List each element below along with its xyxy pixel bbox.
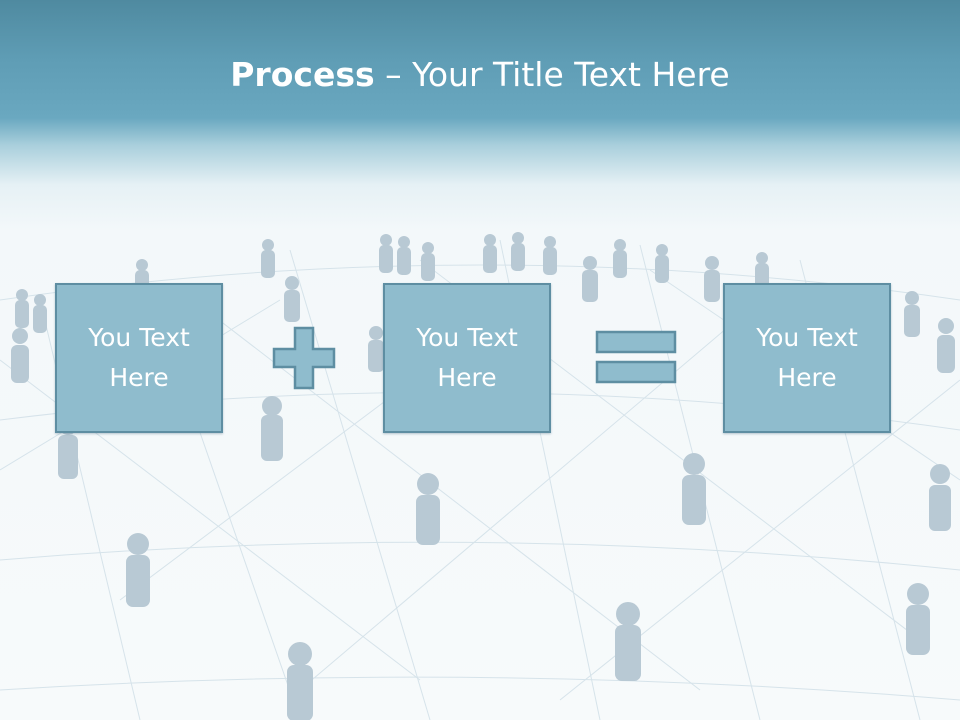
process-box-1[interactable]: You Text Here <box>55 283 223 433</box>
process-box-3[interactable]: You Text Here <box>723 283 891 433</box>
slide-title: Process – Your Title Text Here <box>0 52 960 98</box>
process-box-3-text: You Text Here <box>756 323 858 392</box>
process-box-2[interactable]: You Text Here <box>383 283 551 433</box>
process-box-1-text: You Text Here <box>88 323 190 392</box>
equals-icon <box>595 330 677 384</box>
title-bold-part: Process <box>230 55 375 94</box>
plus-icon <box>272 326 336 390</box>
title-rest-part: – Your Title Text Here <box>374 55 730 94</box>
process-box-2-text: You Text Here <box>416 323 518 392</box>
